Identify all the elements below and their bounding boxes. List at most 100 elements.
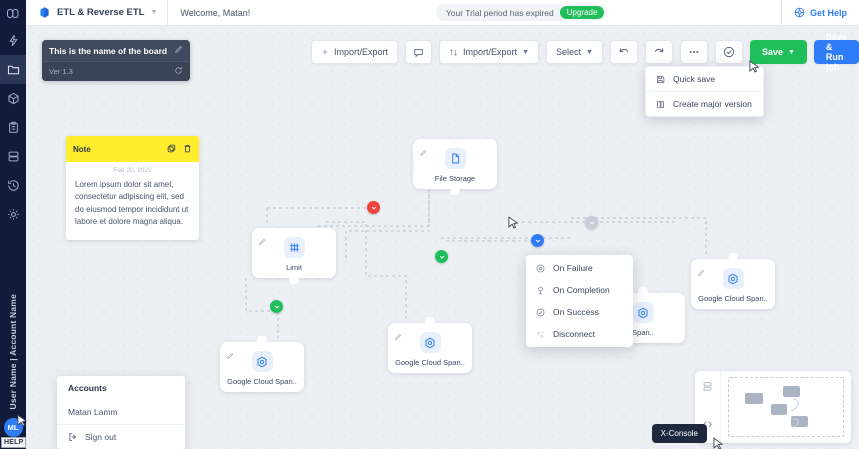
minimap-panel[interactable]: [695, 371, 851, 443]
lightning-icon: [8, 34, 18, 47]
brand-selector[interactable]: ETL & Reverse ETL ▼: [26, 0, 167, 26]
accounts-menu[interactable]: Accounts Matan Lamm Sign out: [57, 376, 185, 449]
pencil-icon[interactable]: [174, 45, 183, 56]
help-button[interactable]: HELP: [1, 437, 27, 448]
context-menu-item-on-success[interactable]: On Success: [526, 301, 633, 323]
sidebar-item-jobs[interactable]: [0, 113, 26, 142]
undo-button[interactable]: [609, 40, 638, 64]
x-console-tooltip: X-Console: [651, 424, 708, 443]
trial-banner: Your Trial period has expired Upgrade: [435, 4, 608, 21]
gear-icon: [7, 209, 19, 220]
upgrade-button[interactable]: Upgrade: [559, 6, 605, 19]
avatar[interactable]: ML: [3, 418, 23, 437]
accounts-menu-item-account[interactable]: Matan Lamm: [68, 407, 118, 417]
sidebar-item-folders[interactable]: [0, 55, 26, 84]
note-text: Lorem ipsum dolor sit amet, consectetur …: [75, 180, 189, 227]
sidebar-item-packages[interactable]: [0, 26, 26, 55]
save-disk-icon: [657, 75, 665, 83]
save-button[interactable]: Save ▼: [749, 40, 807, 64]
disconnect-icon: [537, 330, 544, 338]
save-menu-item-create-major-version[interactable]: Create major version: [646, 91, 763, 116]
node-port-in[interactable]: [257, 336, 267, 343]
sidebar-item-settings[interactable]: [0, 200, 26, 229]
save-menu-item-quick-save[interactable]: Quick save: [646, 67, 763, 91]
plus-icon: [322, 49, 328, 55]
get-help-button[interactable]: Get Help: [782, 7, 859, 18]
copy-icon[interactable]: [167, 140, 176, 158]
brand-name: ETL & Reverse ETL: [57, 7, 145, 18]
node-google-cloud-spanner-1[interactable]: Google Cloud Span..: [388, 317, 472, 373]
node-port-in[interactable]: [728, 253, 738, 260]
board-version-row: Ver 1.3: [42, 61, 190, 81]
note-title: Note: [73, 144, 91, 154]
minimap-edges: [790, 398, 799, 428]
more-options-button[interactable]: [679, 40, 708, 64]
sign-out-label: Sign out: [85, 432, 117, 442]
node-file-storage[interactable]: File Storage: [413, 139, 497, 195]
folder-icon: [7, 65, 19, 75]
board-name-card[interactable]: This is the name of the board Ver 1.3: [42, 40, 190, 81]
save-dropdown-menu[interactable]: Quick save Create major version: [645, 66, 764, 117]
package-icon: [7, 92, 19, 105]
pencil-icon[interactable]: [419, 144, 427, 162]
context-menu-item-on-failure[interactable]: On Failure: [526, 257, 633, 279]
minimap-node: [771, 404, 787, 415]
node-port-out[interactable]: [450, 188, 460, 195]
more-horizontal-icon: [689, 51, 699, 53]
sidebar-nav: [0, 26, 26, 229]
sort-import-export-button[interactable]: Import/Export ▼: [439, 40, 539, 64]
divider: [167, 0, 169, 26]
edge-marker-failure[interactable]: [367, 201, 380, 214]
edge-context-menu[interactable]: On Failure On Completion On Success Disc…: [526, 255, 633, 347]
node-port-in[interactable]: [425, 317, 435, 324]
validate-button[interactable]: [714, 40, 743, 64]
node-google-cloud-spanner-2[interactable]: Google Cloud Span..: [220, 336, 304, 392]
edge-marker-success-2[interactable]: [270, 300, 283, 313]
pencil-icon[interactable]: [697, 264, 705, 282]
trial-text: Your Trial period has expired: [445, 7, 554, 18]
google-cloud-spanner-icon: [632, 302, 654, 323]
node-label: Google Cloud Span..: [698, 294, 768, 303]
node-port-in[interactable]: [638, 287, 648, 294]
save-and-run-job-button[interactable]: Save & Run job: [813, 32, 859, 72]
minimap-node: [791, 416, 808, 427]
refresh-icon[interactable]: [174, 66, 183, 77]
edge-marker-success[interactable]: [435, 250, 448, 263]
trash-icon[interactable]: [183, 140, 192, 158]
note-card[interactable]: Note Feb 20, 2022 Lorem ip: [66, 136, 199, 240]
note-date: Feb 20, 2022: [113, 167, 152, 174]
version-copy-icon: [657, 100, 664, 108]
edge-marker-selected[interactable]: [531, 234, 544, 247]
node-google-cloud-spanner-3[interactable]: Google Cloud Span..: [691, 253, 775, 309]
flag-icon: [538, 286, 543, 294]
redo-button[interactable]: [644, 40, 673, 64]
sidebar-item-history[interactable]: [0, 171, 26, 200]
integrate-logo-icon: [6, 8, 18, 18]
comment-button[interactable]: [405, 40, 433, 64]
context-menu-item-on-completion[interactable]: On Completion: [526, 279, 633, 301]
sidebar-item-cluster[interactable]: [0, 84, 26, 113]
divider: [780, 0, 782, 26]
sidebar-user-label: User Name | Account Name: [8, 294, 18, 410]
sidebar-item-connections[interactable]: [0, 142, 26, 171]
node-limit[interactable]: Limit: [252, 228, 336, 284]
edge-marker-idle[interactable]: [585, 216, 598, 229]
add-import-export-button[interactable]: Import/Export: [311, 40, 399, 64]
pencil-icon[interactable]: [226, 347, 234, 365]
accounts-menu-item-sign-out[interactable]: Sign out: [57, 424, 185, 449]
context-menu-item-disconnect[interactable]: Disconnect: [526, 323, 633, 345]
history-icon: [7, 180, 19, 191]
select-button[interactable]: Select ▼: [546, 40, 603, 64]
node-label: File Storage: [434, 174, 476, 183]
save-and-run-label: Save & Run job: [825, 32, 847, 72]
add-import-export-label: Import/Export: [334, 47, 389, 57]
redo-icon: [654, 48, 664, 53]
pencil-icon[interactable]: [258, 233, 266, 251]
minimap-viewport[interactable]: [721, 371, 851, 443]
app-logo[interactable]: [0, 0, 26, 26]
layers-icon[interactable]: [702, 379, 713, 397]
pencil-icon[interactable]: [394, 328, 402, 346]
google-cloud-spanner-icon: [419, 332, 441, 353]
chevron-down-icon: ▼: [150, 9, 158, 16]
node-port-out[interactable]: [289, 277, 299, 284]
